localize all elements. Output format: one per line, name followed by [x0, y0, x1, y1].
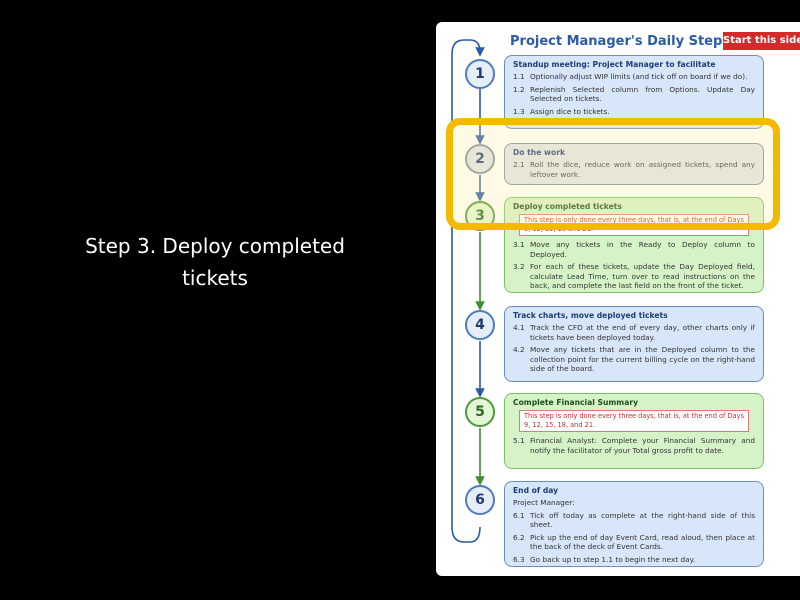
step-5-heading: Complete Financial Summary: [513, 398, 639, 407]
step-2-heading: Do the work: [513, 148, 566, 157]
step-4-heading: Track charts, move deployed tickets: [513, 311, 668, 320]
step-6-heading: End of day: [513, 486, 559, 495]
step-3-heading: Deploy completed tickets: [513, 202, 622, 211]
step-1-box: Standup meeting: Project Manager to faci…: [504, 55, 764, 129]
step-6-number: 6: [465, 485, 495, 515]
step-highlight-frame: [446, 118, 780, 230]
step-4-number: 4: [465, 310, 495, 340]
step-5-note: This step is only done every three days,…: [519, 410, 749, 432]
slide-caption: Step 3. Deploy completed tickets: [85, 234, 345, 290]
step-5-box: Complete Financial Summary This step is …: [504, 393, 764, 469]
start-side-tag: Start this side: [723, 32, 800, 50]
step-3-box: Deploy completed tickets This step is on…: [504, 197, 764, 293]
sheet-title: Project Manager's Daily Steps: [510, 34, 731, 49]
daily-steps-sheet: Project Manager's Daily Steps Start this…: [436, 22, 800, 576]
step-1-number: 1: [465, 59, 495, 89]
step-2-number: 2: [465, 144, 495, 174]
step-5-number: 5: [465, 397, 495, 427]
flow-arrows: [451, 39, 485, 543]
step-6-intro: Project Manager:: [513, 498, 575, 507]
step-1-heading: Standup meeting: Project Manager to faci…: [513, 60, 716, 69]
